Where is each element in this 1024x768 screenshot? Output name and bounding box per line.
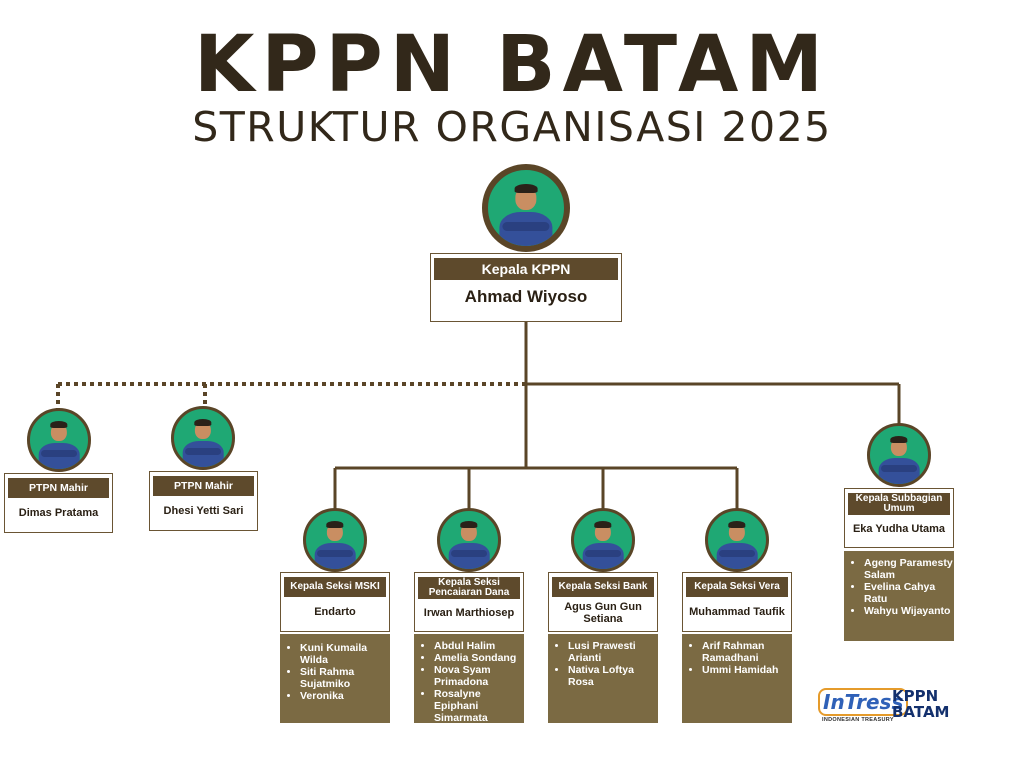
section-2-name: Irwan Marthiosep	[423, 607, 515, 619]
staff-item: Siti Rahma Sujatmiko	[300, 666, 390, 690]
section-3-name: Agus Gun Gun Setiana	[564, 601, 642, 625]
section-1-photo	[303, 508, 367, 572]
staff-item: Amelia Sondang	[434, 652, 524, 664]
ptpn-2-name: Dhesi Yetti Sari	[163, 505, 244, 517]
staff-item: Veronika	[300, 690, 390, 702]
ptpn-1-name: Dimas Pratama	[18, 507, 99, 519]
subbag-photo	[867, 423, 931, 487]
section-2-photo	[437, 508, 501, 572]
section-1-role: Kepala Seksi MSKI	[284, 577, 386, 597]
kppn-logo-line2: BATAM	[892, 703, 950, 721]
head-card: Kepala KPPN Ahmad Wiyoso	[430, 253, 622, 322]
section-3-card: Kepala Seksi Bank Agus Gun Gun Setiana	[548, 572, 658, 632]
staff-item: Nova Syam Primadona	[434, 664, 524, 688]
subbag-card: Kepala Subbagian Umum Eka Yudha Utama	[844, 488, 954, 548]
page-subtitle: STRUKTUR ORGANISASI 2025	[192, 103, 832, 151]
section-4-staff: Arif Rahman Ramadhani Ummi Hamidah	[682, 634, 792, 723]
section-4-card: Kepala Seksi Vera Muhammad Taufik	[682, 572, 792, 632]
ptpn-2-card: PTPN Mahir Dhesi Yetti Sari	[149, 471, 258, 531]
section-1-name: Endarto	[314, 606, 356, 618]
ptpn-1-role: PTPN Mahir	[8, 478, 109, 498]
section-3-role: Kepala Seksi Bank	[552, 577, 654, 597]
section-2-staff: Abdul Halim Amelia Sondang Nova Syam Pri…	[414, 634, 524, 724]
staff-item: Ummi Hamidah	[702, 664, 792, 676]
kppn-logo-line1: KPPN	[892, 687, 939, 705]
section-2-card: Kepala Seksi Pencaiaran Dana Irwan Marth…	[414, 572, 524, 632]
staff-item: Arif Rahman Ramadhani	[702, 640, 792, 664]
intress-logo: InTress	[818, 688, 909, 716]
section-1-staff: Kuni Kumaila Wilda Siti Rahma Sujatmiko …	[280, 634, 390, 723]
staff-item: Wahyu Wijayanto	[864, 605, 954, 617]
ptpn-2-photo	[171, 406, 235, 470]
section-2-role: Kepala Seksi Pencaiaran Dana	[418, 577, 520, 599]
subbag-name: Eka Yudha Utama	[852, 523, 946, 535]
ptpn-1-photo	[27, 408, 91, 472]
head-name: Ahmad Wiyoso	[464, 287, 588, 306]
staff-item: Nativa Loftya Rosa	[568, 664, 658, 688]
section-4-role: Kepala Seksi Vera	[686, 577, 788, 597]
page-title: KPPN BATAM	[193, 20, 831, 110]
section-1-card: Kepala Seksi MSKI Endarto	[280, 572, 390, 632]
section-4-name: Muhammad Taufik	[689, 606, 785, 618]
staff-item: Rosalyne Epiphani Simarmata	[434, 688, 524, 724]
intress-tagline: INDONESIAN TREASURY	[822, 717, 894, 723]
kppn-batam-logo: KPPN BATAM	[892, 688, 949, 720]
footer-logos: InTress INDONESIAN TREASURY KPPN BATAM	[818, 688, 968, 728]
staff-item: Abdul Halim	[434, 640, 524, 652]
subbag-role: Kepala Subbagian Umum	[848, 493, 950, 515]
section-3-staff: Lusi Prawesti Arianti Nativa Loftya Rosa	[548, 634, 658, 723]
section-4-photo	[705, 508, 769, 572]
head-role: Kepala KPPN	[434, 258, 618, 280]
staff-item: Kuni Kumaila Wilda	[300, 642, 390, 666]
section-3-photo	[571, 508, 635, 572]
head-photo	[482, 164, 570, 252]
staff-item: Evelina Cahya Ratu	[864, 581, 954, 605]
subbag-staff: Ageng Paramesty Salam Evelina Cahya Ratu…	[844, 551, 954, 641]
ptpn-1-card: PTPN Mahir Dimas Pratama	[4, 473, 113, 533]
staff-item: Ageng Paramesty Salam	[864, 557, 954, 581]
ptpn-2-role: PTPN Mahir	[153, 476, 254, 496]
staff-item: Lusi Prawesti Arianti	[568, 640, 658, 664]
